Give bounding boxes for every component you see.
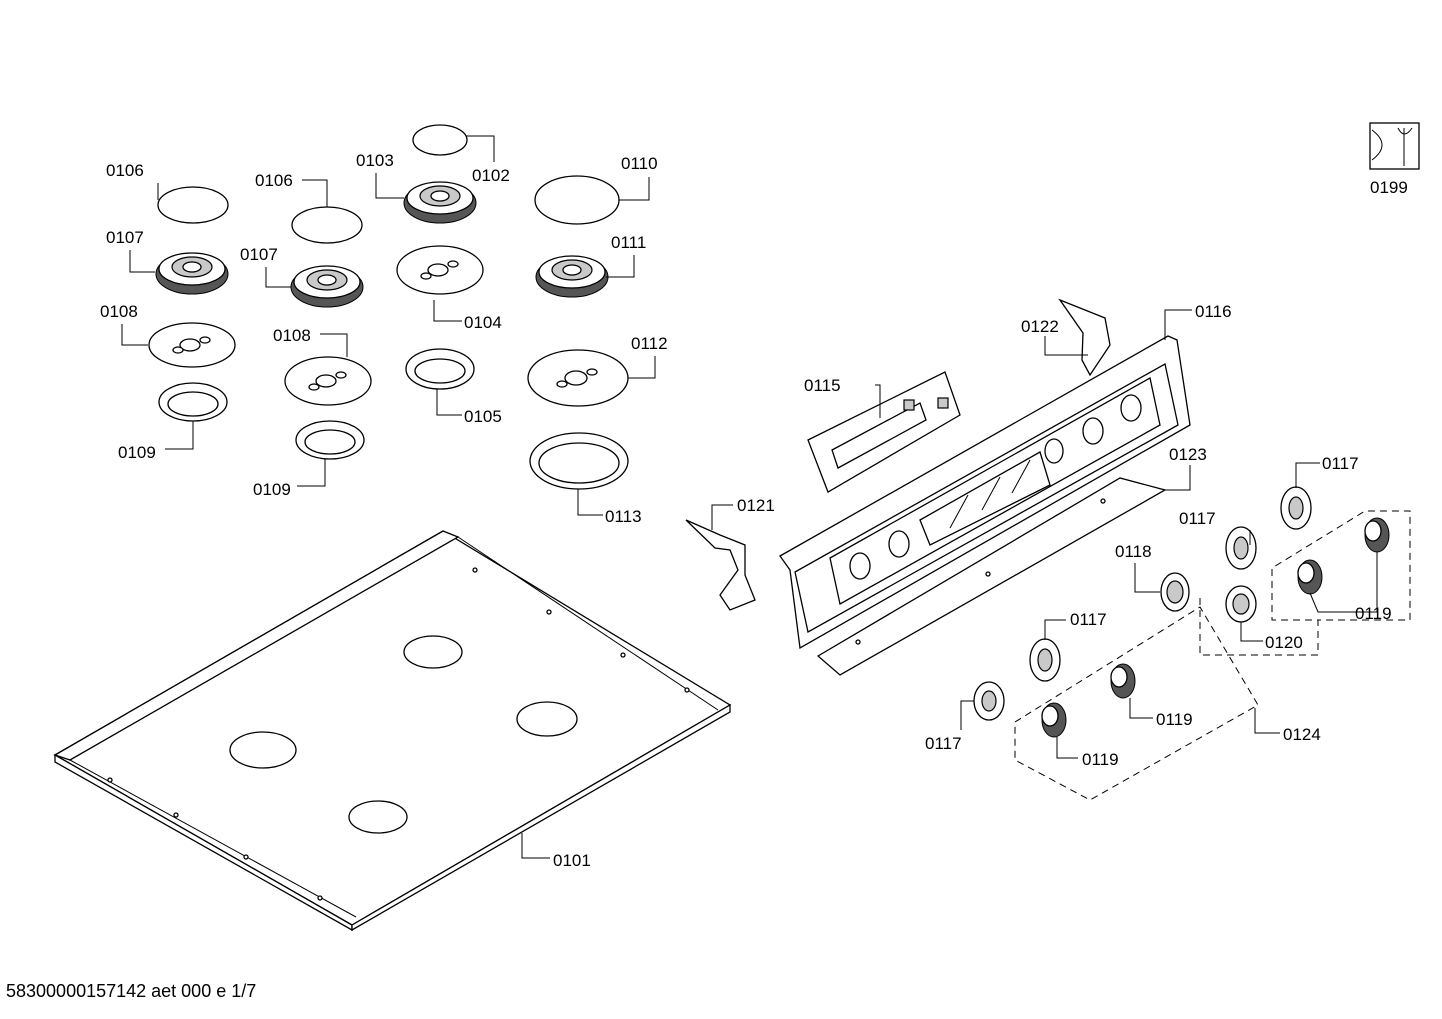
label-0124: 0124 [1283,725,1321,744]
label-0117-mid: 0117 [1070,610,1107,629]
ring-0109-left [158,382,228,422]
label-0116: 0116 [1195,302,1232,321]
label-0112: 0112 [631,334,668,353]
label-0199: 0199 [1370,178,1408,197]
label-0118: 0118 [1115,542,1152,561]
label-0109-left: 0109 [118,443,156,462]
burner-head-0107-left [155,252,229,295]
control-panel-0116 [779,335,1191,650]
label-0115: 0115 [804,376,841,395]
bezel-0117-lower [973,681,1005,721]
knob-set-0124-outline [1014,606,1259,801]
label-0109-mid: 0109 [253,480,291,499]
burner-base-0108-mid [284,356,372,406]
knob-0119-d [1041,702,1067,738]
knob-0119-c [1110,663,1136,699]
bezel-0118 [1160,572,1190,612]
knob-0120 [1225,585,1257,623]
label-0111: 0111 [611,233,646,252]
label-0107-left: 0107 [106,228,144,247]
knob-0119-a [1364,517,1390,553]
label-0106-left: 0106 [106,161,144,180]
burner-cap-0102 [412,124,468,156]
label-0108-left: 0108 [100,302,138,321]
burner-base-0108-left [148,322,236,368]
document-reference-footer: 58300000157142 aet 000 e 1/7 [6,981,257,1001]
circuit-board-0115 [807,371,961,493]
bezel-0117-mid [1029,638,1061,682]
label-0102: 0102 [472,166,510,185]
label-0104: 0104 [464,313,502,332]
burner-head-0103 [403,181,477,224]
label-0122: 0122 [1021,317,1059,336]
burner-head-0111 [535,255,609,298]
burner-cap-0106-left [157,186,229,224]
ring-0113 [529,432,629,490]
label-0105: 0105 [464,407,502,426]
bezel-0117-top [1280,486,1312,530]
knob-0119-b [1297,559,1323,595]
label-0106-mid: 0106 [255,171,293,190]
label-0117-top: 0117 [1322,454,1359,473]
cooktop-panel [53,530,732,932]
burner-base-0112 [527,349,629,407]
label-0119-right: 0119 [1355,604,1392,623]
label-0120: 0120 [1265,633,1303,652]
label-0101: 0101 [553,851,591,870]
ring-0109-mid [295,420,365,460]
label-0103: 0103 [356,151,394,170]
bezel-0117-upper [1225,526,1257,570]
knob-set-0120-outline [1199,510,1411,656]
label-0108-mid: 0108 [273,326,311,345]
bracket-0121 [685,519,756,611]
label-0107-mid: 0107 [240,245,278,264]
label-0121: 0121 [737,496,775,515]
label-0119-lower: 0119 [1082,750,1119,769]
leader-lines [121,135,1378,859]
part-labels: 0106 0107 0108 0109 0106 0107 0108 0109 … [100,151,1408,870]
burner-head-0107-mid [290,265,364,308]
burner-base-0104 [396,245,484,295]
wrench-tool-icon [1369,122,1420,170]
label-0119-mid: 0119 [1156,710,1193,729]
label-0117-upper: 0117 [1179,509,1216,528]
burner-cap-0106-mid [291,206,363,244]
burner-cap-0110 [534,175,620,225]
label-0123: 0123 [1169,445,1207,464]
label-0113: 0113 [605,507,642,526]
label-0117-lower: 0117 [925,734,962,753]
bracket-0122 [1058,298,1111,377]
ring-0105 [405,348,475,390]
label-0110: 0110 [621,154,658,173]
